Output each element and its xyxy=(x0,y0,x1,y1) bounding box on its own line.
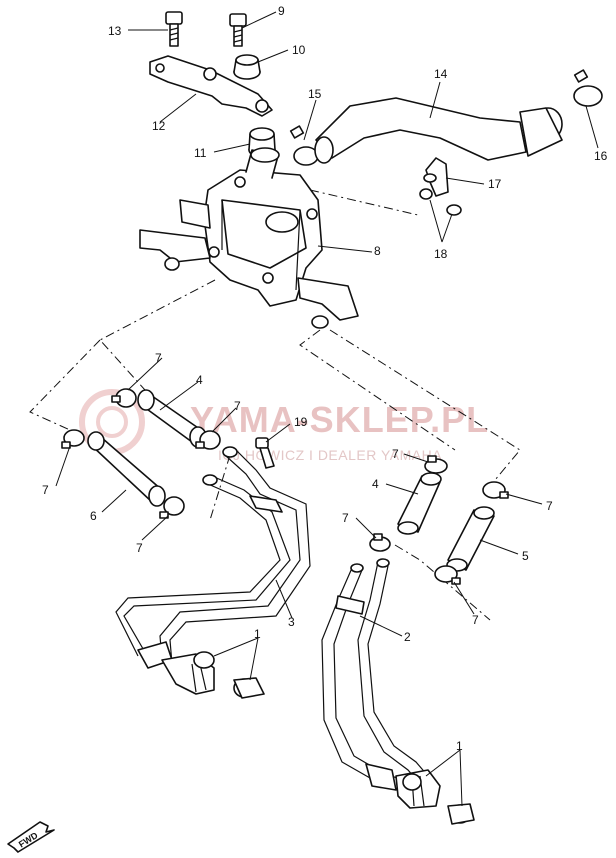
callout-1b: 1 xyxy=(456,739,463,753)
routing-lines xyxy=(29,189,521,621)
callout-7g: 7 xyxy=(546,499,553,513)
callout-2: 2 xyxy=(404,630,411,644)
callout-3: 3 xyxy=(288,615,295,629)
hose-14 xyxy=(314,97,563,164)
callout-4b: 4 xyxy=(372,477,379,491)
callout-8: 8 xyxy=(374,244,381,258)
watermark: YAMA-SKLEP.PL ICJ HOWICZ I DEALER YAMAHA xyxy=(79,389,489,463)
clamp-7-f xyxy=(369,533,391,552)
callout-7b: 7 xyxy=(234,399,241,413)
callout-19: 19 xyxy=(294,415,308,429)
callout-9: 9 xyxy=(278,4,285,18)
clamp-7-e xyxy=(424,455,448,474)
hose-17 xyxy=(423,157,449,197)
clamp-7-d xyxy=(159,496,185,519)
air-cut-valve-8 xyxy=(139,147,359,329)
callout-5: 5 xyxy=(522,549,529,563)
clamp-7-b xyxy=(195,430,221,450)
bracket-12 xyxy=(149,55,273,117)
callout-7d: 7 xyxy=(136,541,143,555)
watermark-subtitle: ICJ HOWICZ I DEALER YAMAHA xyxy=(218,447,442,463)
grommet-10 xyxy=(233,54,261,80)
callout-7a: 7 xyxy=(155,351,162,365)
pipe-2 xyxy=(321,558,441,809)
pipe-3 xyxy=(115,446,311,695)
fwd-arrow-icon: FWD xyxy=(7,821,55,853)
bolt-9 xyxy=(229,13,247,47)
clamp-16 xyxy=(573,69,603,107)
hose-4-right xyxy=(397,472,442,535)
clamp-7-h xyxy=(434,565,461,585)
fittings-1-right xyxy=(402,773,475,825)
callout-12: 12 xyxy=(152,119,166,133)
callout-4a: 4 xyxy=(196,373,203,387)
callout-7h: 7 xyxy=(472,613,479,627)
clips-18 xyxy=(419,188,462,216)
callout-15: 15 xyxy=(308,87,322,101)
bolt-19 xyxy=(255,437,275,469)
callout-18: 18 xyxy=(434,247,448,261)
callout-1a: 1 xyxy=(254,627,261,641)
clamp-7-a xyxy=(111,388,137,408)
callout-13: 13 xyxy=(108,24,122,38)
callout-17: 17 xyxy=(488,177,502,191)
hose-5 xyxy=(446,506,495,572)
callout-7f: 7 xyxy=(342,511,349,525)
clamp-7-g xyxy=(482,481,509,499)
callout-10: 10 xyxy=(292,43,306,57)
watermark-title: YAMA-SKLEP.PL xyxy=(190,399,489,440)
callout-16: 16 xyxy=(594,149,608,163)
fittings-1-left xyxy=(193,651,265,699)
callout-7e: 7 xyxy=(392,447,399,461)
clamp-7-c xyxy=(61,429,85,449)
hose-6 xyxy=(87,431,166,507)
bolt-13 xyxy=(165,11,183,47)
callout-11: 11 xyxy=(194,146,207,160)
callout-7c: 7 xyxy=(42,483,49,497)
leader-lines xyxy=(55,11,599,807)
callouts: 13 9 10 12 11 15 14 16 17 18 8 7 4 7 19 … xyxy=(42,4,608,753)
callout-6: 6 xyxy=(90,509,97,523)
clamp-15 xyxy=(289,125,319,166)
callout-14: 14 xyxy=(434,67,448,81)
